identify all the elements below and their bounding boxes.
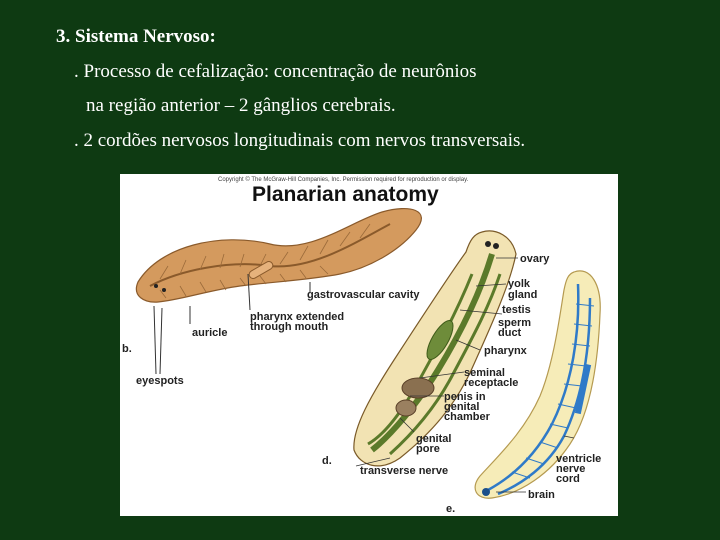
bullet-nerve-cords: . 2 cordões nervosos longitudinais com n…	[74, 130, 526, 151]
label-receptacle: receptacle	[464, 377, 518, 389]
label-b: b.	[122, 343, 132, 355]
label-pharynx: pharynx	[484, 345, 528, 357]
label-nerve: nerve	[556, 463, 585, 475]
bullet-cephalization-cont: na região anterior – 2 gânglios cerebrai…	[86, 95, 396, 116]
label-chamber: chamber	[444, 411, 491, 423]
label-transverse-nerve: transverse nerve	[360, 465, 448, 477]
label-testis: testis	[502, 304, 531, 316]
label-eyespots: eyespots	[136, 375, 184, 387]
label-ventricle: ventricle	[556, 453, 601, 465]
label-auricle: auricle	[192, 327, 227, 339]
planarian-body-b	[135, 208, 422, 303]
planarian-reproductive-d	[353, 230, 517, 467]
label-d: d.	[322, 455, 332, 467]
figure-copyright: Copyright © The McGraw-Hill Companies, I…	[218, 176, 469, 183]
figure-title: Planarian anatomy	[252, 183, 439, 206]
label-through-mouth: through mouth	[250, 321, 328, 333]
label-yolk: yolk	[508, 278, 531, 290]
label-seminal: seminal	[464, 367, 505, 379]
label-duct: duct	[498, 327, 522, 339]
planarian-nervous-e	[474, 270, 601, 499]
label-gastrovascular-cavity: gastrovascular cavity	[307, 289, 420, 301]
label-brain: brain	[528, 489, 555, 501]
label-e: e.	[446, 503, 455, 515]
bullet-cephalization: . Processo de cefalização: concentração …	[74, 61, 477, 82]
label-ovary: ovary	[520, 253, 550, 265]
planarian-figure: Copyright © The McGraw-Hill Companies, I…	[120, 174, 618, 516]
label-genital-pore-1: genital	[416, 433, 451, 445]
label-pharynx-extended: pharynx extended	[250, 311, 344, 323]
label-genital: genital	[444, 401, 479, 413]
label-genital-pore-2: pore	[416, 443, 440, 455]
label-gland: gland	[508, 289, 537, 301]
planarian-illustration: Copyright © The McGraw-Hill Companies, I…	[122, 176, 601, 515]
label-penis-in: penis in	[444, 391, 486, 403]
slide-title: 3. Sistema Nervoso:	[56, 26, 216, 47]
label-sperm: sperm	[498, 317, 531, 329]
label-cord: cord	[556, 473, 580, 485]
